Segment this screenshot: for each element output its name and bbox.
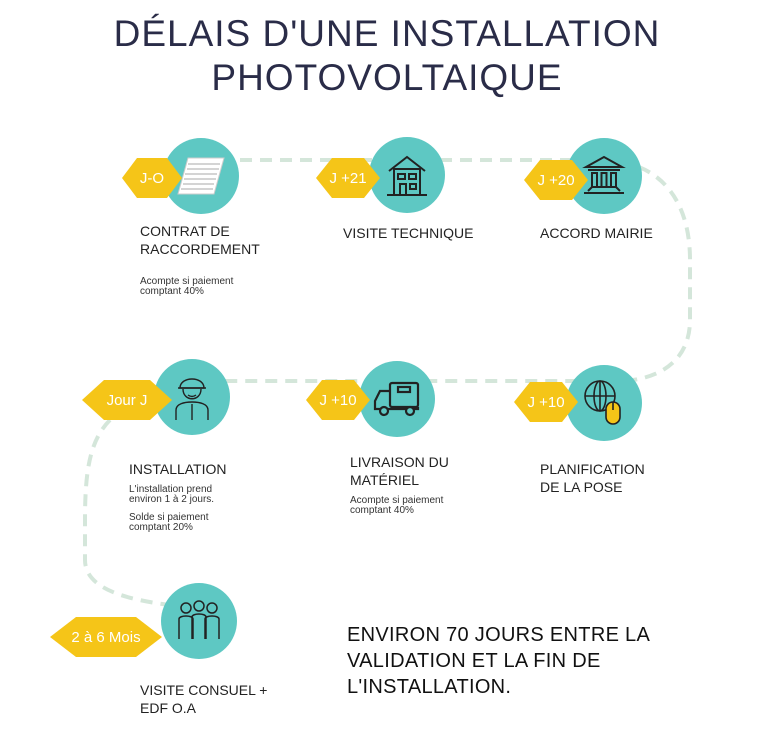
step-label: ACCORD MAIRIE — [540, 224, 653, 242]
note-line: Acompte si paiement — [140, 276, 234, 287]
badge-text: 2 à 6 Mois — [71, 628, 141, 646]
step-label: INSTALLATION — [129, 460, 227, 478]
note-line: Acompte si paiement — [350, 495, 444, 506]
badge-text: J +10 — [319, 391, 357, 409]
people-icon — [161, 583, 237, 659]
badge: J +21 — [316, 158, 380, 198]
house-icon — [369, 137, 445, 213]
note-line: Solde si paiement — [129, 512, 209, 523]
label-line: VISITE TECHNIQUE — [343, 225, 474, 241]
note-line: environ 1 à 2 jours. — [129, 494, 215, 505]
step-label: VISITE CONSUEL + EDF O.A — [140, 681, 267, 717]
label-line: LIVRAISON DU — [350, 454, 449, 470]
badge-text: J +20 — [537, 171, 575, 189]
label-line: INSTALLATION — [129, 461, 227, 477]
summary-line: ENVIRON 70 JOURS ENTRE LA — [347, 624, 651, 646]
label-line: CONTRAT DE — [140, 223, 230, 239]
note-line: comptant 20% — [129, 522, 193, 533]
label-line: EDF O.A — [140, 700, 197, 716]
step-label: PLANIFICATION DE LA POSE — [540, 460, 645, 496]
label-line: DE LA POSE — [540, 479, 623, 495]
label-line: VISITE CONSUEL + — [140, 682, 268, 698]
badge: Jour J — [82, 380, 172, 420]
step-label: LIVRAISON DU MATÉRIEL — [350, 453, 449, 489]
summary-line: L'INSTALLATION. — [347, 676, 512, 698]
note-line: L'installation prend — [129, 484, 213, 495]
label-line: RACCORDEMENT — [140, 241, 260, 257]
badge-text: J +10 — [527, 393, 565, 411]
badge-text: J-O — [139, 169, 165, 187]
label-line: PLANIFICATION — [540, 461, 645, 477]
summary-text: ENVIRON 70 JOURS ENTRE LA VALIDATION ET … — [347, 622, 650, 700]
truck-icon — [359, 361, 435, 437]
badge-text: J +21 — [329, 169, 367, 187]
globe-mouse-icon — [566, 365, 642, 441]
step-label: CONTRAT DE RACCORDEMENT — [140, 222, 260, 258]
page-title: DÉLAIS D'UNE INSTALLATION PHOTOVOLTAIQUE — [0, 12, 774, 100]
badge: J-O — [122, 158, 182, 198]
badge: J +20 — [524, 160, 588, 200]
badge: 2 à 6 Mois — [50, 617, 162, 657]
badge-text: Jour J — [106, 391, 148, 409]
summary-line: VALIDATION ET LA FIN DE — [347, 650, 601, 672]
label-line: ACCORD MAIRIE — [540, 225, 653, 241]
note-line: comptant 40% — [140, 286, 204, 297]
note-line: comptant 40% — [350, 505, 414, 516]
title-line: DÉLAIS D'UNE INSTALLATION — [113, 13, 661, 54]
title-line: PHOTOVOLTAIQUE — [211, 57, 563, 98]
badge: J +10 — [306, 380, 370, 420]
badge: J +10 — [514, 382, 578, 422]
step-label: VISITE TECHNIQUE — [343, 224, 473, 242]
label-line: MATÉRIEL — [350, 472, 419, 488]
